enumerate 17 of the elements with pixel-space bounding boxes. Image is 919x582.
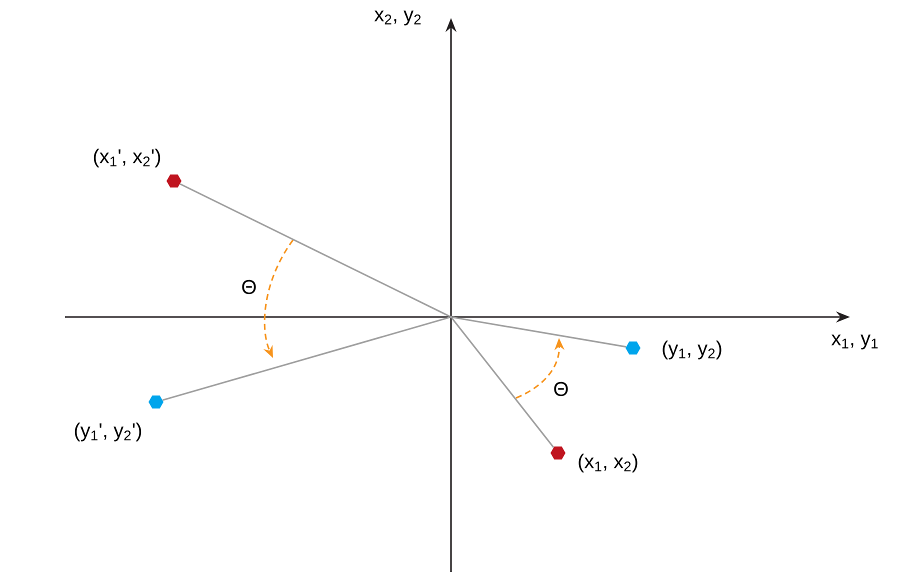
point-marker	[166, 174, 182, 188]
line-segment	[180, 183, 450, 318]
angle-label: Θ	[242, 280, 256, 294]
axis-label: x$_{2}$, y$_{2}$	[374, 10, 421, 26]
point-label: (y$_{1}$', y$_{2}$')	[74, 422, 142, 442]
angle-label: Θ	[554, 382, 568, 396]
point-marker	[550, 446, 566, 460]
axis-label: x$_{1}$, y$_{1}$	[831, 334, 878, 350]
point-label: (x$_{1}$', x$_{2}$')	[94, 148, 160, 168]
point-marker	[626, 342, 640, 354]
line-segment	[162, 316, 450, 401]
line-segment	[451, 318, 554, 448]
point-marker	[148, 396, 164, 408]
point-label: (x$_{1}$, x$_{2}$)	[578, 454, 638, 472]
point-label: (y$_{1}$, y$_{2}$)	[662, 340, 722, 360]
origin-point	[450, 316, 452, 318]
line-segment	[452, 316, 626, 348]
